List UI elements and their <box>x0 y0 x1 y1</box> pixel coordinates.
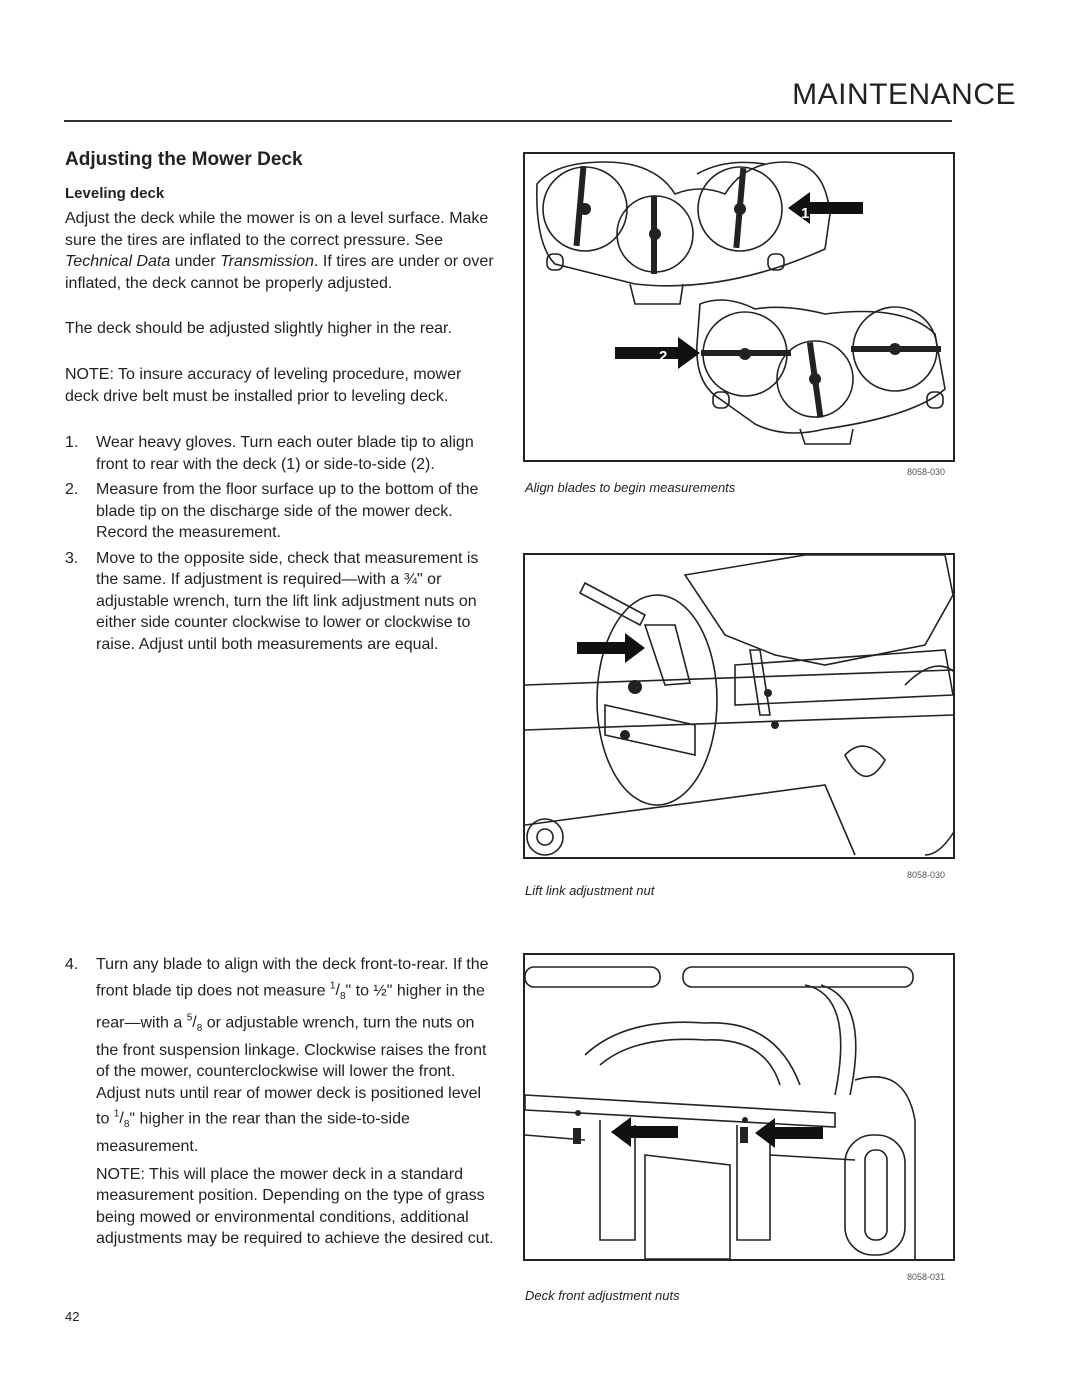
subsection-title: Leveling deck <box>65 185 165 202</box>
figure-align-blades: 1 2 <box>523 152 955 462</box>
note-paragraph: NOTE: To insure accuracy of leveling pro… <box>65 366 462 405</box>
figure-code: 8058-031 <box>907 1272 946 1282</box>
figure-caption: Lift link adjustment nut <box>525 883 655 898</box>
link-transmission: Transmission <box>220 253 315 270</box>
page-number: 42 <box>65 1309 80 1324</box>
arrow-callout-1: 1 <box>788 192 863 224</box>
intro-paragraph-2: The deck should be adjusted slightly hig… <box>65 320 452 337</box>
intro-paragraph-1: Adjust the deck while the mower is on a … <box>65 210 494 292</box>
arrow-front-nut-left <box>611 1117 678 1147</box>
figure-deck-front <box>523 953 955 1261</box>
lift-link-diagram <box>525 555 953 856</box>
list-item: 2.Measure from the floor surface up to t… <box>65 481 479 541</box>
arrow-front-nut-right <box>755 1118 823 1148</box>
arrow-lift-link <box>577 633 645 663</box>
figure-caption: Deck front adjustment nuts <box>525 1288 680 1303</box>
list-item: 4.Turn any blade to align with the deck … <box>65 956 489 1156</box>
svg-text:2: 2 <box>659 348 667 365</box>
steps-list: 1.Wear heavy gloves. Turn each outer bla… <box>65 432 495 659</box>
header-rule <box>64 120 952 122</box>
steps-list-continued: 4.Turn any blade to align with the deck … <box>65 954 495 1254</box>
list-item: 3.Move to the opposite side, check that … <box>65 549 479 653</box>
link-technical-data: Technical Data <box>65 253 171 270</box>
list-item-note: NOTE: This will place the mower deck in … <box>96 1165 494 1248</box>
figure-code: 8058-030 <box>907 467 946 477</box>
figure-lift-link <box>523 553 955 859</box>
deck-front-diagram <box>525 966 916 1259</box>
svg-text:1: 1 <box>801 205 809 222</box>
mower-deck-diagram: 1 2 <box>536 161 946 445</box>
page-header-title: MAINTENANCE <box>792 78 1016 111</box>
section-title: Adjusting the Mower Deck <box>65 149 303 170</box>
arrow-callout-2: 2 <box>615 337 700 369</box>
figure-code: 8058-030 <box>907 870 946 880</box>
figure-caption: Align blades to begin measurements <box>525 480 736 495</box>
list-item: 1.Wear heavy gloves. Turn each outer bla… <box>65 434 474 473</box>
